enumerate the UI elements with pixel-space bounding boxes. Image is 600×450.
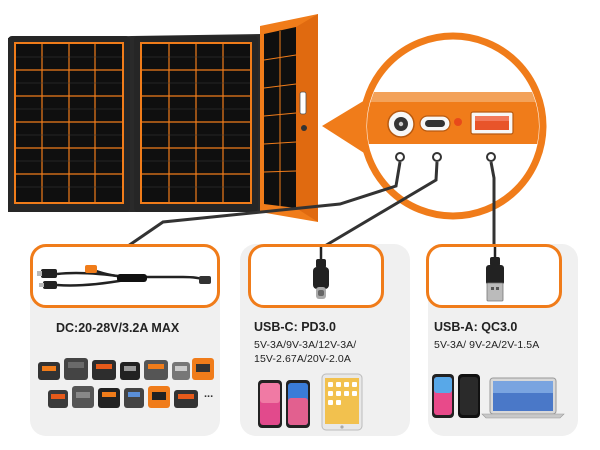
spec-line: 5V-3A/9V-3A/12V-3A/: [254, 339, 357, 351]
smartphone-icon: [432, 374, 454, 418]
spec-line: 15V-2.67A/20V-2.0A: [254, 353, 351, 365]
usb-c-specs: 5V-3A/9V-3A/12V-3A/ 15V-2.67A/20V-2.0A: [254, 338, 356, 366]
solar-panel-section-1: [8, 36, 130, 212]
usb-a-cable-icon: [486, 247, 504, 302]
usb-c-port-icon: [419, 115, 451, 132]
more-devices-ellipsis: ...: [204, 388, 214, 400]
usb-a-specs: 5V-3A/ 9V-2A/2V-1.5A: [434, 338, 539, 352]
usb-a-cable-image-box: [426, 244, 562, 308]
solar-panel-section-3: [260, 14, 318, 222]
phones-laptop-image: [432, 374, 565, 419]
usb-c-cable-image-box: [248, 244, 384, 308]
smartphone-icon: [286, 380, 310, 428]
tablet-icon: [321, 373, 363, 431]
solar-panel-section-2: [134, 36, 258, 212]
laptop-icon: [481, 377, 565, 419]
port-callout: [322, 32, 547, 220]
power-stations-image: [38, 358, 214, 408]
phones-tablet-image: [258, 373, 363, 431]
usb-c-cable-icon: [313, 247, 329, 299]
dc-cable-image-box: [30, 244, 220, 308]
dc-output-title: DC:20-28V/3.2A MAX: [56, 321, 180, 335]
usb-a-output-title: USB-A: QC3.0: [434, 320, 518, 334]
connector-lines: [127, 161, 496, 252]
spec-line: 5V-3A/ 9V-2A/2V-1.5A: [434, 339, 540, 351]
led-indicator-icon: [454, 118, 462, 126]
usb-a-port-icon: [470, 111, 514, 135]
smartphone-icon: [258, 380, 282, 428]
power-station-icon: [38, 358, 214, 408]
smartphone-icon: [458, 374, 480, 418]
usb-c-output-title: USB-C: PD3.0: [254, 320, 336, 334]
dc-port-icon: [387, 110, 415, 138]
solar-panel: [8, 14, 318, 222]
dc-cable-icon: [37, 265, 211, 289]
